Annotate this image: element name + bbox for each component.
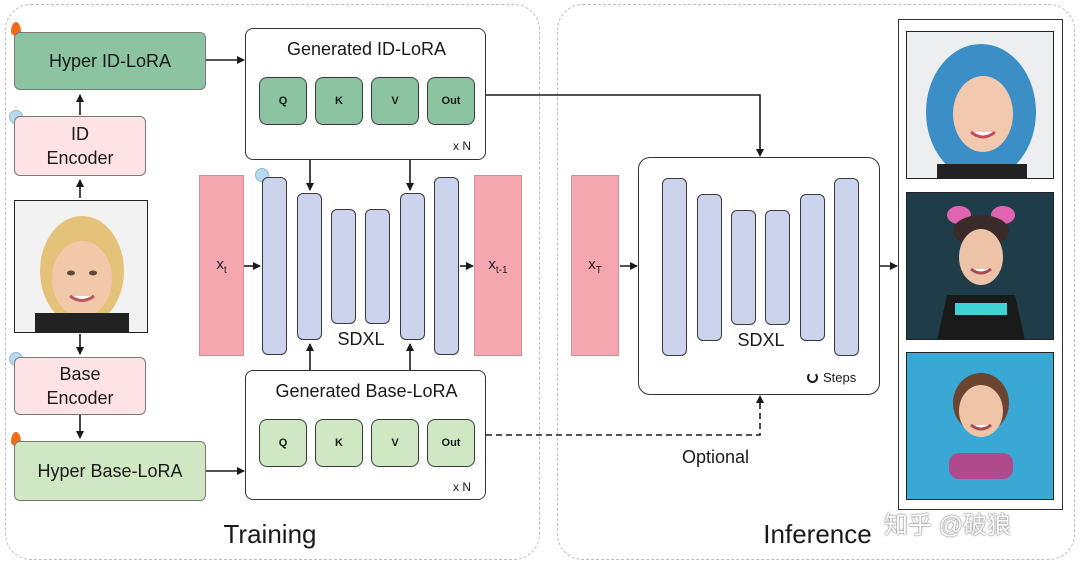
watermark: 知乎 @破狼 [884,512,1012,539]
output-photo-illustration [907,353,1053,499]
training-panel [5,4,540,560]
k-block: K [315,77,363,125]
k-block: K [315,419,363,467]
latent-xt-block: xt [199,175,244,356]
unet-layer [662,178,687,356]
q-block: Q [259,77,307,125]
loop-icon [807,372,818,383]
hyper-id-lora-box: Hyper ID-LoRA [14,32,206,90]
face-photo-illustration [35,216,129,332]
v-block: V [371,77,419,125]
generated-id-lora-title: Generated ID-LoRA [286,39,447,59]
trainable-flame-icon [11,432,21,446]
output-photo-illustration [926,44,1036,178]
base-encoder-line2: Encoder [46,388,114,408]
trainable-flame-icon [11,22,21,36]
input-face-photo [14,200,148,333]
latent-xt-label: xt [216,255,227,276]
base-encoder-line1: Base [59,364,101,384]
unet-layer [765,210,790,325]
v-block: V [371,419,419,467]
unet-layer [262,177,287,355]
latent-xT-label: xT [588,255,602,276]
out-block: Out [427,419,475,467]
latent-xT-block: xT [571,175,619,356]
steps-label: Steps [823,370,857,385]
unet-layer [400,193,425,340]
unet-layer [331,209,356,324]
id-encoder-box: ID Encoder [14,116,146,176]
training-label: Training [223,519,317,549]
unet-layer [365,209,390,324]
steps-indicator: Steps [807,370,856,385]
unet-layer [731,210,756,325]
sdxl-label: SDXL [337,329,385,349]
q-block: Q [259,419,307,467]
base-encoder-box: Base Encoder [14,357,146,415]
inference-sdxl-label: SDXL [737,330,785,350]
unet-layer [434,177,459,355]
repeat-label: x N [453,480,471,494]
unet-layer [800,194,825,341]
unet-layer [297,193,322,340]
unet-layer [834,178,859,356]
generated-base-lora-box: Generated Base-LoRA Q K V Out x N [245,370,486,500]
optional-label: Optional [682,447,750,467]
output-photo-illustration [907,193,1053,339]
output-photo-blue-hair [906,31,1054,179]
id-encoder-line1: ID [71,124,89,144]
latent-xt-minus-1-label: xt-1 [488,255,508,276]
inference-sdxl-box: SDXL Steps [638,157,880,395]
output-photo-swimming [906,352,1054,500]
repeat-label: x N [453,139,471,153]
unet-layer [697,194,722,341]
out-block: Out [427,77,475,125]
latent-xt-minus-1-block: xt-1 [474,175,522,356]
output-photo-cyberpunk [906,192,1054,340]
generated-base-lora-title: Generated Base-LoRA [275,381,458,401]
id-encoder-line2: Encoder [46,148,114,168]
generated-id-lora-box: Generated ID-LoRA Q K V Out x N [245,28,486,160]
inference-panel [557,4,1075,560]
hyper-base-lora-box: Hyper Base-LoRA [14,441,206,501]
inference-label: Inference [763,519,872,549]
